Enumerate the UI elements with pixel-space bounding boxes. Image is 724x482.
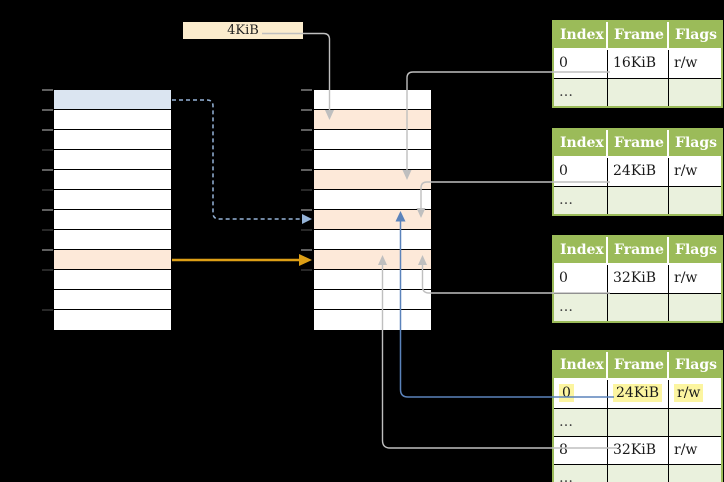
table-cell <box>608 465 669 482</box>
header-cell-flags: Flags <box>675 242 717 258</box>
table-cell: 0 <box>554 265 608 293</box>
table-cell: 24KiB <box>608 158 669 186</box>
table-cell: 0 <box>554 50 608 78</box>
table-cell <box>608 294 669 321</box>
header-cell-index: Index <box>554 22 608 48</box>
memory-row-white <box>54 130 171 150</box>
memory-row-white <box>314 270 431 290</box>
physical-address-ticks <box>301 89 312 251</box>
memory-row-white <box>314 90 431 110</box>
arrowhead-right-icon <box>302 214 312 224</box>
connector-virtual-page-dashed <box>172 99 312 224</box>
table-cell <box>608 409 669 436</box>
header-cell-frame: Frame <box>608 237 669 263</box>
table-cell <box>608 79 669 106</box>
table-row: … <box>554 464 721 482</box>
table-row: … <box>554 78 721 106</box>
highlighted-value: 0 <box>559 384 574 402</box>
memory-row-white <box>314 230 431 250</box>
header-cell-frame: Frame <box>608 22 669 48</box>
table-cell: 0 <box>554 380 608 408</box>
memory-row-white <box>54 310 171 330</box>
memory-row-orange <box>314 210 431 230</box>
memory-row-white <box>54 150 171 170</box>
table-cell <box>669 465 721 482</box>
header-cell-flags: Flags <box>675 357 717 373</box>
header-cell-frame: Frame <box>608 130 669 156</box>
memory-row-white <box>54 190 171 210</box>
memory-row-white <box>314 130 431 150</box>
table-row: … <box>554 408 721 436</box>
header-cell-index: Index <box>554 130 608 156</box>
table-cell: … <box>554 79 608 106</box>
table-cell: … <box>554 187 608 214</box>
table-cell: r/w <box>669 437 721 464</box>
table-cell: 8 <box>554 437 608 464</box>
virtual-memory-column <box>53 89 172 331</box>
table-cell <box>669 409 721 436</box>
header-cell-index: Index <box>554 352 608 378</box>
table-cell: … <box>554 294 608 321</box>
memory-row-orange <box>314 110 431 130</box>
memory-row-white <box>54 210 171 230</box>
memory-row-white <box>314 310 431 330</box>
memory-row-white <box>54 170 171 190</box>
table-cell: r/w <box>669 380 721 408</box>
table-cell <box>669 79 721 106</box>
memory-row-orange <box>314 250 431 270</box>
virtual-address-minor-ticks <box>42 149 53 311</box>
table-row: 0 24KiB r/w <box>554 380 721 408</box>
table-cell: … <box>554 409 608 436</box>
memory-row-orange <box>314 170 431 190</box>
connector-virtual-page-gold <box>172 254 312 266</box>
header-cell-flags: Flags <box>675 135 717 151</box>
memory-row-white <box>314 190 431 210</box>
table-cell: r/w <box>669 50 721 78</box>
header-cell-frame: Frame <box>608 352 669 378</box>
memory-row-blue <box>54 90 171 110</box>
physical-address-minor-ticks <box>301 149 312 271</box>
memory-row-orange <box>54 250 171 270</box>
table-cell: 16KiB <box>608 50 669 78</box>
header-cell-flags: Flags <box>675 27 717 43</box>
table-cell <box>608 187 669 214</box>
table-cell: 32KiB <box>608 437 669 464</box>
highlighted-value: r/w <box>674 384 704 402</box>
memory-row-white <box>314 290 431 310</box>
arrowhead-right-icon <box>299 254 312 266</box>
memory-row-white <box>54 110 171 130</box>
virtual-address-ticks <box>42 89 53 251</box>
header-cell-index: Index <box>554 237 608 263</box>
table-cell: 24KiB <box>608 380 669 408</box>
memory-row-white <box>54 270 171 290</box>
table-cell: 0 <box>554 158 608 186</box>
table-cell <box>669 187 721 214</box>
page-size-label: 4KiB <box>183 22 303 39</box>
table-cell: r/w <box>669 158 721 186</box>
memory-row-white <box>54 290 171 310</box>
table-cell: r/w <box>669 265 721 293</box>
table-cell <box>669 294 721 321</box>
table-row: … <box>554 293 721 321</box>
table-cell: … <box>554 465 608 482</box>
memory-row-white <box>314 150 431 170</box>
physical-memory-column <box>313 89 432 331</box>
highlighted-value: 24KiB <box>613 384 663 402</box>
table-row: … <box>554 186 721 214</box>
memory-row-white <box>54 230 171 250</box>
table-cell: 32KiB <box>608 265 669 293</box>
